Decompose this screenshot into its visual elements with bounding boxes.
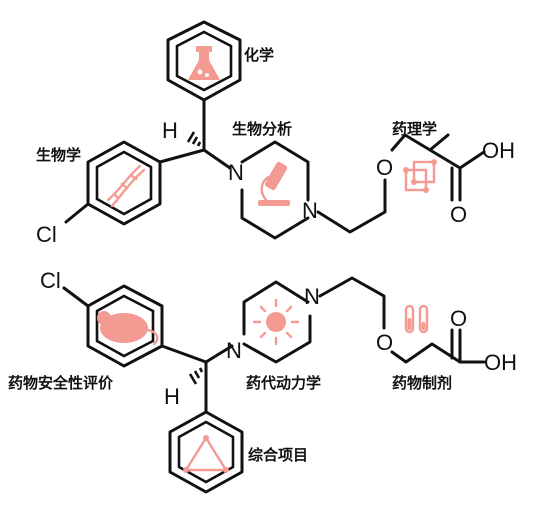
bond [204, 344, 234, 364]
atom-n: N [228, 160, 244, 185]
atom-cl: Cl [40, 268, 61, 293]
label-pharmacology: 药理学 [392, 120, 437, 138]
flask-icon [188, 46, 220, 80]
dna-icon [106, 164, 146, 208]
bond [202, 148, 232, 170]
atom-n: N [304, 284, 320, 309]
atom-h: H [164, 384, 180, 409]
bond [458, 150, 486, 170]
label-chemistry: 化学 [244, 46, 274, 64]
atom-cl: Cl [36, 222, 57, 247]
virus-icon [252, 298, 300, 346]
test-tubes-icon [404, 304, 429, 334]
bond [64, 202, 90, 224]
bond [158, 148, 206, 164]
atom-o: O [376, 155, 393, 180]
label-safety: 药物安全性评价 [8, 374, 114, 392]
atom-h: H [162, 118, 178, 143]
top-molecule: H N N O OH O Cl 化学 生物学 生物分析 药理学 [36, 20, 515, 247]
atom-n: N [226, 338, 242, 363]
label-formulation: 药物制剂 [392, 374, 452, 392]
triangle-icon [183, 435, 229, 473]
stereo-hash [186, 131, 202, 147]
top-piperazine-ring [240, 140, 310, 240]
molecule-cube-icon [403, 159, 437, 193]
mouse-icon [97, 311, 159, 346]
bond [160, 344, 208, 364]
bottom-molecule: Cl H N N O O OH 药物安全性评价 药代动力学 药物制剂 综合项目 [8, 268, 517, 494]
bond [390, 342, 462, 364]
atom-o: O [450, 306, 467, 331]
atom-o: O [376, 330, 393, 355]
atom-o: O [450, 202, 467, 227]
atom-n: N [302, 198, 318, 223]
bond [390, 133, 450, 152]
bond [62, 286, 90, 308]
bottom-phenyl-ring [168, 410, 244, 494]
bond [316, 178, 387, 234]
bond [318, 276, 386, 330]
label-bioanalysis: 生物分析 [232, 120, 292, 138]
atom-oh: OH [484, 350, 517, 375]
label-integrated: 综合项目 [248, 446, 308, 464]
atom-oh: OH [482, 138, 515, 163]
label-pk: 药代动力学 [246, 374, 321, 392]
microscope-icon [258, 161, 290, 206]
label-biology: 生物学 [36, 146, 81, 164]
stereo-hash [188, 367, 204, 385]
bottom-piperazine-ring [242, 280, 312, 364]
